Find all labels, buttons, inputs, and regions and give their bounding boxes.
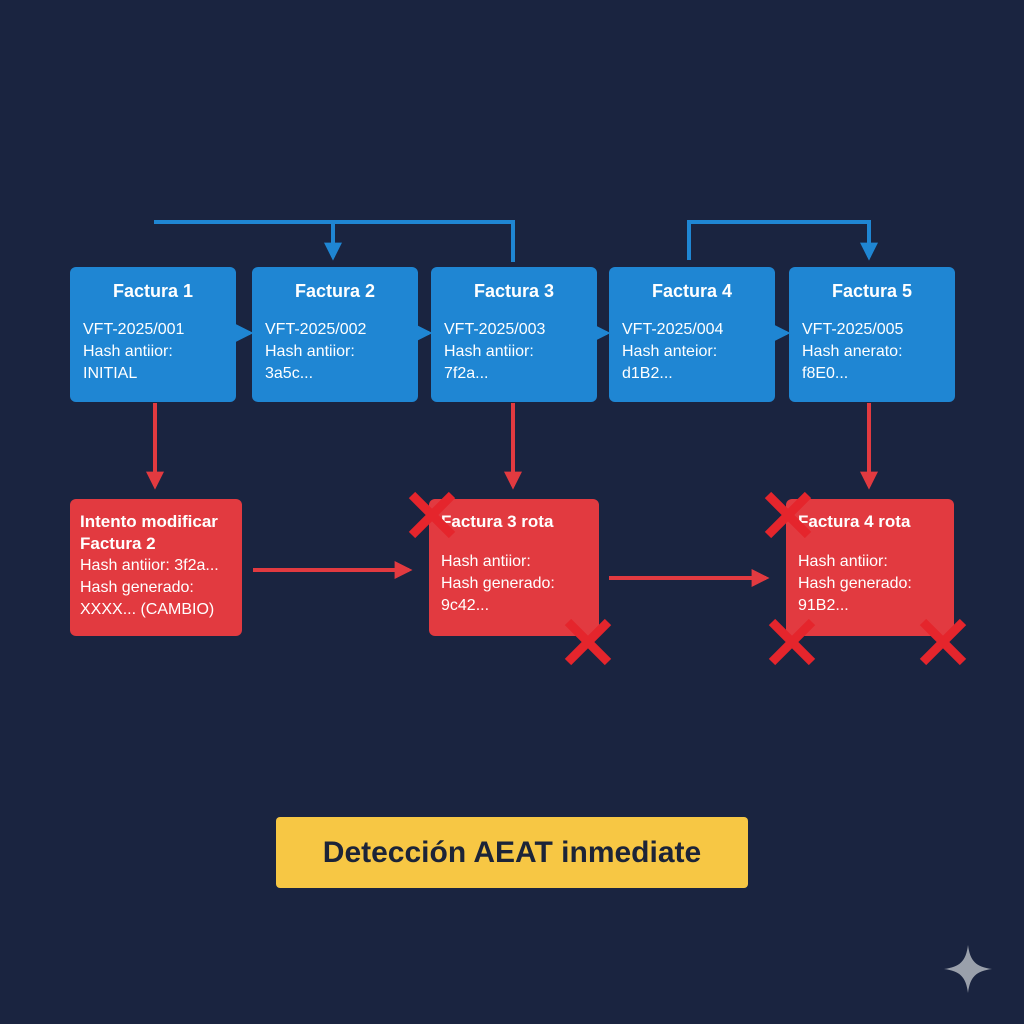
invoice-card-2: Factura 2 VFT-2025/002 Hash antiior: 3a5…	[252, 267, 418, 402]
invoice-code: VFT-2025/001	[83, 321, 185, 338]
invoice-hash-label: Hash antiior:	[265, 343, 355, 360]
broken-line2: Hash generado:	[798, 575, 912, 592]
cross-icon	[919, 618, 967, 666]
invoice-code: VFT-2025/004	[622, 321, 724, 338]
invoice-code: VFT-2025/003	[444, 321, 546, 338]
invoice-hash-label: Hash antiior:	[444, 343, 534, 360]
invoice-hash-label: Hash anerato:	[802, 343, 903, 360]
invoice-code: VFT-2025/002	[265, 321, 367, 338]
broken-invoice-card-4: Factura 4 rota Hash antiior: Hash genera…	[786, 499, 954, 636]
invoice-hash-value: INITIAL	[83, 365, 138, 382]
invoice-card-1: Factura 1 VFT-2025/001 Hash antiior: INI…	[70, 267, 236, 402]
invoice-title: Factura 1	[112, 281, 194, 301]
invoice-title: Factura 5	[831, 281, 913, 301]
broken-line3: 91B2...	[798, 597, 849, 614]
invoice-hash-value: d1B2...	[622, 365, 673, 382]
tamper-line1: Hash antiior: 3f2a...	[80, 557, 219, 574]
broken-title: Factura 4 rota	[798, 512, 911, 531]
invoice-hash-label: Hash antiior:	[83, 343, 173, 360]
invoice-hash-value: f8E0...	[802, 365, 849, 382]
cross-icon	[768, 618, 816, 666]
broken-invoice-card-3: Factura 3 rota Hash antiior: Hash genera…	[429, 499, 599, 636]
invoice-title: Factura 3	[473, 281, 555, 301]
invoice-card-4: Factura 4 VFT-2025/004 Hash anteior: d1B…	[609, 267, 775, 402]
link-factura1-factura2	[154, 220, 342, 261]
tamper-line2: Hash generado:	[80, 579, 194, 596]
invoice-card-3: Factura 3 VFT-2025/003 Hash antiior: 7f2…	[431, 267, 597, 402]
invoice-hash-value: 7f2a...	[444, 365, 489, 382]
detection-banner: Detección AEAT inmediate	[276, 817, 748, 888]
link-factura3-factura2	[333, 220, 515, 262]
broken-line1: Hash antiior:	[798, 553, 888, 570]
invoice-card-5: Factura 5 VFT-2025/005 Hash anerato: f8E…	[789, 267, 955, 402]
invoice-title: Factura 4	[651, 281, 733, 301]
tamper-title-line2: Factura 2	[80, 534, 156, 553]
broken-line3: 9c42...	[441, 597, 490, 614]
broken-line2: Hash generado:	[441, 575, 555, 592]
invoice-hash-label: Hash anteior:	[622, 343, 718, 360]
tamper-attempt-card: Intento modificar Factura 2 Hash antiior…	[70, 499, 242, 636]
tamper-title-line1: Intento modificar	[80, 512, 218, 531]
tamper-line3: XXXX... (CAMBIO)	[80, 601, 215, 618]
invoice-code: VFT-2025/005	[802, 321, 904, 338]
invoice-title: Factura 2	[294, 281, 376, 301]
invoice-hash-value: 3a5c...	[265, 365, 314, 382]
sparkle-icon	[944, 945, 992, 993]
link-factura4-factura5	[687, 220, 878, 261]
cross-icon	[408, 491, 456, 539]
broken-title: Factura 3 rota	[441, 512, 554, 531]
cross-icon	[764, 491, 812, 539]
cross-icon	[564, 618, 612, 666]
broken-line1: Hash antiior:	[441, 553, 531, 570]
